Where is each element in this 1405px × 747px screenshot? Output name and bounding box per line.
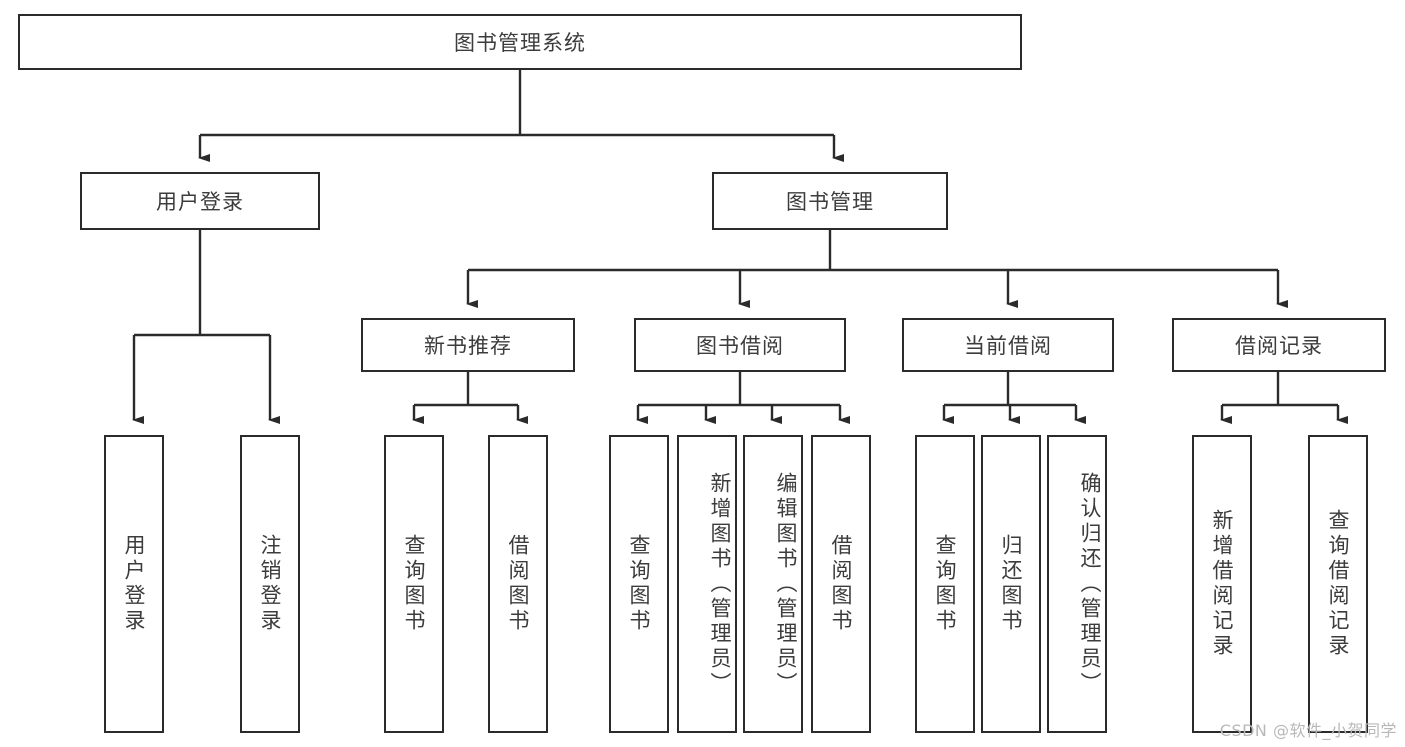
leaf-book-borrow-add-book-admin[interactable]: 新增图书（管理员） bbox=[677, 435, 737, 733]
leaf-borrow-record-query-record[interactable]: 查询借阅记录 bbox=[1308, 435, 1368, 733]
node-label: 新增借阅记录 bbox=[1210, 509, 1234, 659]
node-label: 查询借阅记录 bbox=[1326, 509, 1350, 659]
node-user-login[interactable]: 用户登录 bbox=[80, 172, 320, 230]
node-label: 图书管理 bbox=[786, 190, 874, 214]
node-current-borrow[interactable]: 当前借阅 bbox=[902, 318, 1114, 372]
node-label: 注销登录 bbox=[258, 534, 282, 634]
leaf-current-borrow-query-book[interactable]: 查询图书 bbox=[915, 435, 975, 733]
leaf-new-book-borrow-book[interactable]: 借阅图书 bbox=[488, 435, 548, 733]
node-label: 借阅记录 bbox=[1235, 334, 1323, 358]
node-borrow-record[interactable]: 借阅记录 bbox=[1172, 318, 1386, 372]
node-label: 用户登录 bbox=[122, 534, 146, 634]
leaf-user-login-logout[interactable]: 注销登录 bbox=[240, 435, 300, 733]
node-label: 当前借阅 bbox=[964, 334, 1052, 358]
leaf-book-borrow-borrow-book[interactable]: 借阅图书 bbox=[811, 435, 871, 733]
leaf-book-borrow-edit-book-admin[interactable]: 编辑图书（管理员） bbox=[743, 435, 803, 733]
node-label: 用户登录 bbox=[156, 190, 244, 214]
leaf-borrow-record-add-record[interactable]: 新增借阅记录 bbox=[1192, 435, 1252, 733]
csdn-watermark: CSDN @软件_小贺同学 bbox=[1219, 721, 1397, 740]
node-book-borrow[interactable]: 图书借阅 bbox=[634, 318, 846, 372]
node-root-book-management-system[interactable]: 图书管理系统 bbox=[18, 14, 1022, 70]
node-book-management[interactable]: 图书管理 bbox=[712, 172, 948, 230]
node-new-book-recommend[interactable]: 新书推荐 bbox=[361, 318, 575, 372]
leaf-book-borrow-query-book[interactable]: 查询图书 bbox=[609, 435, 669, 733]
node-label: 查询图书 bbox=[402, 534, 426, 634]
node-label: 编辑图书（管理员） bbox=[774, 471, 798, 697]
node-label: 查询图书 bbox=[627, 534, 651, 634]
node-label: 图书借阅 bbox=[696, 334, 784, 358]
node-label: 借阅图书 bbox=[506, 534, 530, 634]
leaf-new-book-query-book[interactable]: 查询图书 bbox=[384, 435, 444, 733]
node-label: 新增图书（管理员） bbox=[708, 471, 732, 697]
leaf-current-borrow-return-book[interactable]: 归还图书 bbox=[981, 435, 1041, 733]
node-label: 确认归还（管理员） bbox=[1078, 471, 1102, 697]
node-label: 借阅图书 bbox=[829, 534, 853, 634]
node-label: 图书管理系统 bbox=[454, 31, 586, 55]
node-label: 新书推荐 bbox=[424, 334, 512, 358]
leaf-current-borrow-confirm-return-admin[interactable]: 确认归还（管理员） bbox=[1047, 435, 1107, 733]
node-label: 查询图书 bbox=[933, 534, 957, 634]
node-label: 归还图书 bbox=[999, 534, 1023, 634]
leaf-user-login-login[interactable]: 用户登录 bbox=[104, 435, 164, 733]
